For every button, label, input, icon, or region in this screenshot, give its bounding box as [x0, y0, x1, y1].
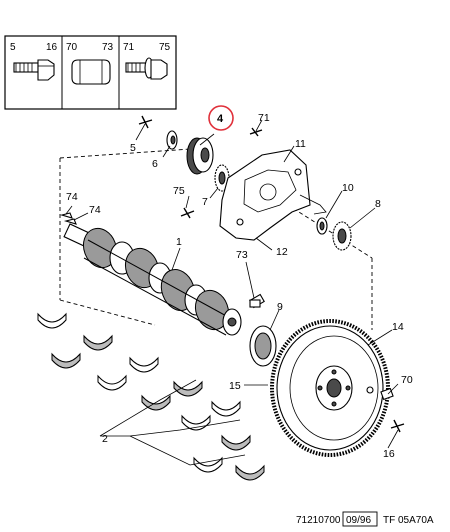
- footer: 71210700 09/96 TF 05A70A: [296, 511, 434, 527]
- callout-9: 9: [277, 301, 283, 313]
- bearing-shell-half: [173, 380, 203, 397]
- callout-14: 14: [392, 321, 404, 333]
- callout-12: 12: [276, 246, 288, 258]
- callout-5: 5: [130, 142, 136, 154]
- legend-col1-to: 16: [46, 42, 58, 53]
- callout-6: 6: [152, 158, 158, 170]
- hex-bolt-icon: [13, 59, 55, 81]
- legend-col3-to: 75: [159, 42, 171, 53]
- callout-71: 71: [258, 112, 270, 124]
- callout-8: 8: [375, 198, 381, 210]
- oil-pump-housing: [219, 149, 327, 241]
- footer-code: TF 05A70A: [383, 515, 434, 526]
- callout-16: 16: [383, 448, 395, 460]
- callout-10: 10: [342, 182, 354, 194]
- callout-1: 1: [176, 236, 182, 248]
- bearing-shell-half: [221, 434, 251, 451]
- callout-11: 11: [295, 138, 306, 150]
- legend-col2-from: 70: [66, 42, 78, 53]
- bearing-shell-half: [97, 374, 127, 391]
- legend-col3-from: 71: [123, 42, 135, 53]
- dowel-pin-icon: [71, 59, 111, 85]
- callout-73: 73: [236, 249, 248, 261]
- crankshaft: [63, 223, 242, 336]
- callout-70: 70: [401, 374, 413, 386]
- fasteners: [59, 115, 405, 433]
- bearing-shell-half: [83, 334, 113, 351]
- bearing-shell-half: [193, 456, 223, 473]
- oil-seal: [316, 217, 328, 235]
- bearing-shell-half: [235, 464, 265, 481]
- footer-date: 09/96: [346, 515, 371, 526]
- bearing-shell-half: [181, 414, 211, 431]
- callout-4: 4: [217, 113, 224, 125]
- flange-bolt-icon: [125, 57, 168, 80]
- legend-col1-from: 5: [10, 42, 16, 53]
- washer: [166, 130, 178, 150]
- fastener-legend-table: 5 16 70 73 71 75: [4, 35, 177, 110]
- highlight-circle: [208, 105, 234, 131]
- leader-lines: [65, 119, 399, 466]
- callout-labels: 5 6 4 71 11 75 7 10 8 12 1 74 74 73 9 14…: [66, 112, 413, 460]
- bearing-shell-half: [51, 352, 81, 369]
- flywheel: [270, 319, 390, 457]
- legend-col2-to: 73: [102, 42, 114, 53]
- rear-oil-seal: [249, 325, 277, 367]
- bearing-shell-half: [37, 312, 67, 329]
- callout-15: 15: [229, 380, 241, 392]
- callout-2: 2: [102, 433, 108, 445]
- callout-74-b: 74: [89, 204, 101, 216]
- bearing-shells: [37, 312, 265, 481]
- assembly-outline: [59, 147, 373, 330]
- callout-75: 75: [173, 185, 185, 197]
- callout-7: 7: [202, 196, 208, 208]
- crankshaft-pulley: [186, 137, 214, 175]
- footer-ref: 71210700: [296, 515, 341, 526]
- callout-74-a: 74: [66, 191, 78, 203]
- bearing-shell-half: [129, 356, 159, 373]
- bearing-shell-half: [211, 400, 241, 417]
- drive-sprocket: [332, 221, 352, 251]
